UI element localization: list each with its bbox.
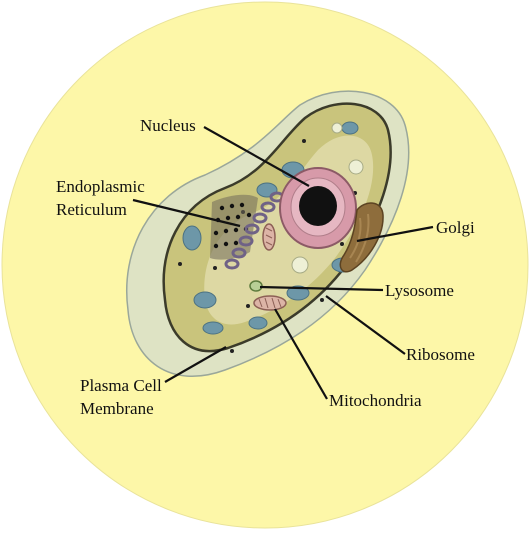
golgi-apparatus xyxy=(339,202,384,273)
label-membrane-line1: Plasma Cell xyxy=(80,376,162,395)
membrane-leader xyxy=(164,346,227,383)
label-nucleus: Nucleus xyxy=(140,116,196,135)
label-golgi: Golgi xyxy=(436,218,475,237)
lysosome-leader xyxy=(259,285,384,292)
nucleus xyxy=(279,167,357,249)
golgi-leader xyxy=(356,225,434,243)
label-mitochondria: Mitochondria xyxy=(329,391,422,410)
mitochondria-leader xyxy=(274,308,328,400)
mitochondrion-upper xyxy=(262,223,276,251)
nucleus-leader xyxy=(203,126,310,187)
label-er-line1: Endoplasmic xyxy=(56,177,145,196)
label-ribosome: Ribosome xyxy=(406,345,475,364)
vesicles xyxy=(291,122,364,274)
mitochondrion-lower xyxy=(253,295,287,311)
label-membrane-line2: Membrane xyxy=(80,399,154,418)
er-leader xyxy=(132,198,241,228)
er-ribosome-dots xyxy=(213,202,252,249)
ribosome-leader xyxy=(325,295,406,355)
label-lysosome: Lysosome xyxy=(385,281,454,300)
rough-er xyxy=(210,194,258,260)
leader-lines xyxy=(132,126,434,400)
er-chain xyxy=(224,191,285,270)
label-er-line2: Reticulum xyxy=(56,200,127,219)
nucleolus xyxy=(299,186,337,226)
